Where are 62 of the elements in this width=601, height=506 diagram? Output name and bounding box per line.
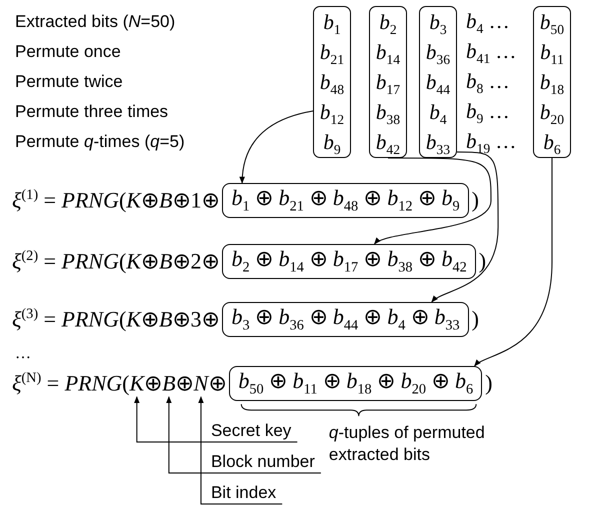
equation-text: ξ$^{(2)}$ = PRNG(K⊕B⊕2⊕ <box>12 249 220 274</box>
xor-box <box>222 302 469 338</box>
bit-symbol: b$_{19}$ … <box>466 130 516 156</box>
xor-expression: b$_{1}$ ⊕ b$_{21}$ ⊕ b$_{48}$ ⊕ b$_{12}$ ⊕ b$_{9}$ <box>231 185 460 210</box>
bit-symbol: b$_{38}$ <box>374 99 402 127</box>
bit-symbol: b$_{2}$ <box>378 9 398 37</box>
bit-symbol: b$_{48}$ <box>318 69 346 97</box>
xor-expression: b$_{3}$ ⊕ b$_{36}$ ⊕ b$_{44}$ ⊕ b$_{4}$ ⊕ b$_{33}$ <box>231 304 460 329</box>
closing-parenthesis: ) <box>472 307 479 332</box>
arrow <box>374 158 492 244</box>
bit-symbol: b$_{4}$ … <box>466 10 510 36</box>
bit-symbol: b$_{33}$ <box>424 129 452 157</box>
bit-symbol: b$_{9}$ … <box>466 100 510 126</box>
xor-box <box>222 183 469 218</box>
xor-expression: b$_{2}$ ⊕ b$_{14}$ ⊕ b$_{17}$ ⊕ b$_{38}$ ⊕ b$_{42}$ <box>231 246 467 271</box>
bit-symbol: b$_{14}$ <box>374 39 402 67</box>
bit-symbol: b$_{21}$ <box>318 39 346 67</box>
row-label: Extracted bits (N=50) <box>15 12 176 32</box>
equation-text: ξ$^{(1)}$ = PRNG(K⊕B⊕1⊕ <box>12 188 220 213</box>
xor-expression: b$_{50}$ ⊕ b$_{11}$ ⊕ b$_{18}$ ⊕ b$_{20}$ ⊕ b$_{6}$ <box>238 368 474 393</box>
bit-symbol: b$_{18}$ <box>538 69 566 97</box>
closing-parenthesis: ) <box>478 249 486 274</box>
brace-caption: q-tuples of permuted extracted bits <box>328 422 486 466</box>
bit-symbol: b$_{3}$ <box>428 9 448 37</box>
bit-symbol: b$_{17}$ <box>374 69 402 97</box>
ellipsis: … <box>15 345 31 363</box>
column-box <box>369 6 407 158</box>
bit-symbol: b$_{11}$ <box>539 39 565 67</box>
leader-label: Block number <box>210 452 315 472</box>
bit-symbol: b$_{9}$ <box>322 129 342 157</box>
closing-parenthesis: ) <box>472 188 479 213</box>
bit-symbol: b$_{12}$ <box>318 99 346 127</box>
arrow <box>431 152 499 302</box>
bit-symbol: b$_{1}$ <box>322 9 342 37</box>
bit-symbol: b$_{8}$ … <box>466 70 510 96</box>
leader-line <box>166 396 322 474</box>
leader-line <box>134 396 298 442</box>
bit-symbol: b$_{42}$ <box>374 129 402 157</box>
row-label: Permute three times <box>15 102 168 122</box>
row-label: Permute q-times (q=5) <box>15 132 185 152</box>
closing-parenthesis: ) <box>485 371 492 396</box>
leader-line <box>198 396 283 504</box>
leader-label: Secret key <box>210 421 292 441</box>
column-box <box>419 6 457 158</box>
row-label: Permute twice <box>15 72 123 92</box>
xor-box <box>222 244 476 280</box>
bit-symbol: b$_{50}$ <box>538 9 566 37</box>
arrow <box>474 158 552 366</box>
arrow <box>240 110 314 184</box>
bit-symbol: b$_{6}$ <box>542 129 562 157</box>
bit-symbol: b$_{36}$ <box>424 39 452 67</box>
equation-text: ξ$^{(N)}$ = PRNG(K⊕B⊕N⊕ <box>12 371 226 396</box>
equation-text: ξ$^{(3)}$ = PRNG(K⊕B⊕3⊕ <box>12 307 220 332</box>
column-box <box>313 6 351 158</box>
xor-box <box>229 366 482 402</box>
row-label: Permute once <box>15 42 121 62</box>
bit-symbol: b$_{44}$ <box>424 69 452 97</box>
column-box <box>533 6 571 158</box>
bit-symbol: b$_{4}$ <box>428 99 448 127</box>
bit-symbol: b$_{41}$ … <box>466 40 516 66</box>
leader-label: Bit index <box>210 483 276 503</box>
bit-symbol: b$_{20}$ <box>538 99 566 127</box>
